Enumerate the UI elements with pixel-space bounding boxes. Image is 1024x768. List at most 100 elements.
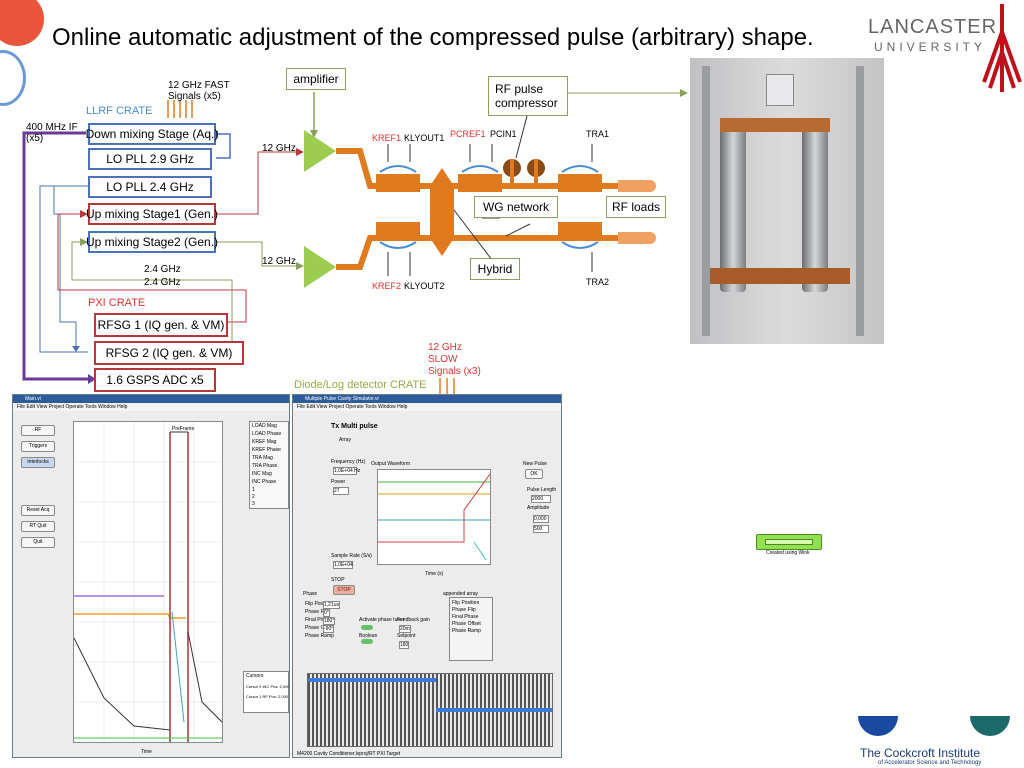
rfsg2-box: RFSG 2 (IQ gen. & VM) — [94, 341, 244, 365]
photo-copper-bottom — [710, 268, 850, 284]
rt-quit-button[interactable]: RT Quit — [21, 521, 55, 532]
triggers-button[interactable]: Triggers — [21, 441, 55, 452]
photo-box-top — [766, 74, 794, 106]
compressor-line-1: RF pulse — [495, 82, 544, 96]
array-offset-label: Phase Offset — [452, 621, 481, 627]
labview-main-window: Main.vi File Edit View Project Operate T… — [12, 394, 290, 758]
power-field[interactable]: 27 — [333, 487, 349, 495]
labview-left-titlebar — [13, 395, 289, 403]
rf-loads-box: RF loads — [606, 196, 666, 218]
rfsg1-box: RFSG 1 (IQ gen. & VM) — [94, 313, 228, 337]
activate-label: Activate phase tuner — [359, 617, 405, 623]
stop-button[interactable]: STOP — [333, 585, 355, 595]
flip-position-field[interactable]: 1,21us — [323, 601, 341, 609]
legend-item[interactable]: 3 — [252, 501, 255, 507]
phase-offset-label: Phase Offset — [305, 625, 334, 631]
legend-item[interactable]: TRA Mag — [252, 455, 273, 461]
lancaster-shield-icon — [982, 4, 1022, 92]
wink-progress-widget[interactable] — [756, 534, 822, 550]
labview-right-menu[interactable]: File Edit View Project Operate Tools Win… — [293, 403, 561, 411]
slow-signals-1: 12 GHz — [428, 342, 462, 353]
legend-item[interactable]: TRA Phase — [252, 463, 278, 469]
tx-multi-pulse-heading: Tx Multi pulse — [331, 423, 378, 430]
array-flip-label: Flip Position — [452, 600, 480, 606]
pcref1-label: PCREF1 — [450, 129, 486, 139]
slow-signals-3: Signals (x3) — [428, 366, 481, 377]
labview-left-menu[interactable]: File Edit View Project Operate Tools Win… — [13, 403, 289, 411]
pcin1-label: PCIN1 — [490, 129, 517, 139]
freq-12ghz-b: 12 GHz — [262, 256, 296, 267]
final-phase-field[interactable]: 180° — [323, 617, 336, 625]
legend-item[interactable]: INC Phase — [252, 479, 277, 485]
freq-12ghz-a: 12 GHz — [262, 143, 296, 154]
legend-item[interactable]: KREF Mag — [252, 439, 277, 445]
cockcroft-shape-teal — [970, 716, 1010, 736]
amplitude-field-1[interactable]: 0,000 — [533, 515, 549, 523]
up-mixing-1-box: Up mixing Stage1 (Gen.) — [86, 203, 218, 225]
hybrid-box: Hybrid — [470, 258, 520, 280]
array-final-label: Final Phase — [452, 614, 479, 620]
pxi-crate-label: PXI CRATE — [88, 297, 146, 309]
legend-item[interactable]: INC Mag — [252, 471, 272, 477]
setpoint-field[interactable]: 180 — [399, 641, 410, 649]
adc-box: 1.6 GSPS ADC x5 — [94, 368, 216, 392]
compressor-line-2: compressor — [495, 96, 558, 110]
pulse-length-field[interactable]: 2000 — [531, 495, 551, 503]
ramp-line-1 — [308, 678, 436, 682]
amplitude-field-2[interactable]: 500 — [533, 525, 549, 533]
labview-right-title: Multiple Pulse Cavity Simulator.vi — [305, 396, 379, 402]
compressor-box: RF pulse compressor — [488, 76, 568, 116]
quit-button[interactable]: Quit — [21, 537, 55, 548]
array-ramp-label: Phase Ramp — [452, 628, 481, 634]
legend-item[interactable]: KREF Phase — [252, 447, 281, 453]
flip-position-label: Flip Position — [305, 601, 333, 607]
cursor-row-1[interactable]: Cursor 1 RF Pos: 2,000 — [246, 694, 289, 699]
legend-item[interactable]: LOAD Phase — [252, 431, 282, 437]
photo-cylinder-left — [720, 122, 746, 292]
cursor-title: Cursors — [246, 673, 264, 679]
labview-right-titlebar — [293, 395, 561, 403]
lancaster-university: UNIVERSITY — [874, 40, 987, 54]
if-label-2: (x5) — [26, 133, 44, 144]
legend-item[interactable]: 2 — [252, 494, 255, 500]
phase-offset-field[interactable]: -90° — [323, 625, 335, 633]
phase-flip-field[interactable]: 0° — [323, 609, 330, 617]
power-label: Power — [331, 479, 346, 485]
slow-signals-2: SLOW — [428, 354, 458, 365]
ok-button[interactable]: OK — [525, 469, 543, 479]
graph-x-label: Time — [141, 749, 152, 755]
lancaster-name: LANCASTER — [868, 16, 998, 38]
phase-ramp-label: Phase Ramp — [305, 633, 334, 639]
frequency-field[interactable]: 1,0E+04 Hz — [333, 467, 361, 475]
time-axis-label: Time (s) — [425, 571, 444, 577]
legend-item[interactable]: LOAD Mag — [252, 423, 277, 429]
feedback-gain-field[interactable]: 20m — [399, 625, 411, 633]
boolean-label: Boolean — [359, 633, 378, 639]
frequency-label: Frequency (Hz) — [331, 459, 366, 465]
reset-acq-button[interactable]: Reset Acq — [21, 505, 55, 516]
legend-item[interactable]: 1 — [252, 487, 255, 493]
boolean-toggle[interactable] — [361, 639, 373, 644]
fast-signals-label-2: Signals (x5) — [168, 91, 221, 102]
cockcroft-shape-blue — [858, 716, 898, 736]
final-phase-label: Final Phase — [305, 617, 332, 623]
sample-rate-label: Sample Rate (S/s) — [331, 553, 372, 559]
feedback-gain-label: Feedback gain — [397, 617, 430, 623]
amplifier-box: amplifier — [286, 68, 346, 90]
if-label: 400 MHz IF — [26, 122, 78, 133]
ramp-line-2 — [436, 708, 552, 712]
appended-array-label: appended array — [443, 591, 479, 597]
wg-network-box: WG network — [474, 196, 558, 218]
interlocks-button[interactable]: Interlocks — [21, 457, 55, 468]
klyout2-label: KLYOUT2 — [404, 281, 445, 291]
diode-crate-label: Diode/Log detector CRATE — [294, 379, 427, 391]
labview-graph: PreFrame — [73, 421, 223, 743]
freq-24-b: 2.4 GHz — [144, 277, 181, 288]
output-waveform-label: Output Waveform — [371, 461, 410, 467]
cursor-row-0[interactable]: Cursor 0 INC Pos: 2,000 — [246, 684, 290, 689]
labview-simulator-window: Multiple Pulse Cavity Simulator.vi File … — [292, 394, 562, 758]
sample-rate-field[interactable]: 1,0E+04 — [333, 561, 353, 569]
rf-button[interactable]: RF — [21, 425, 55, 436]
photo-copper-top — [720, 118, 830, 132]
activate-toggle[interactable] — [361, 625, 373, 630]
